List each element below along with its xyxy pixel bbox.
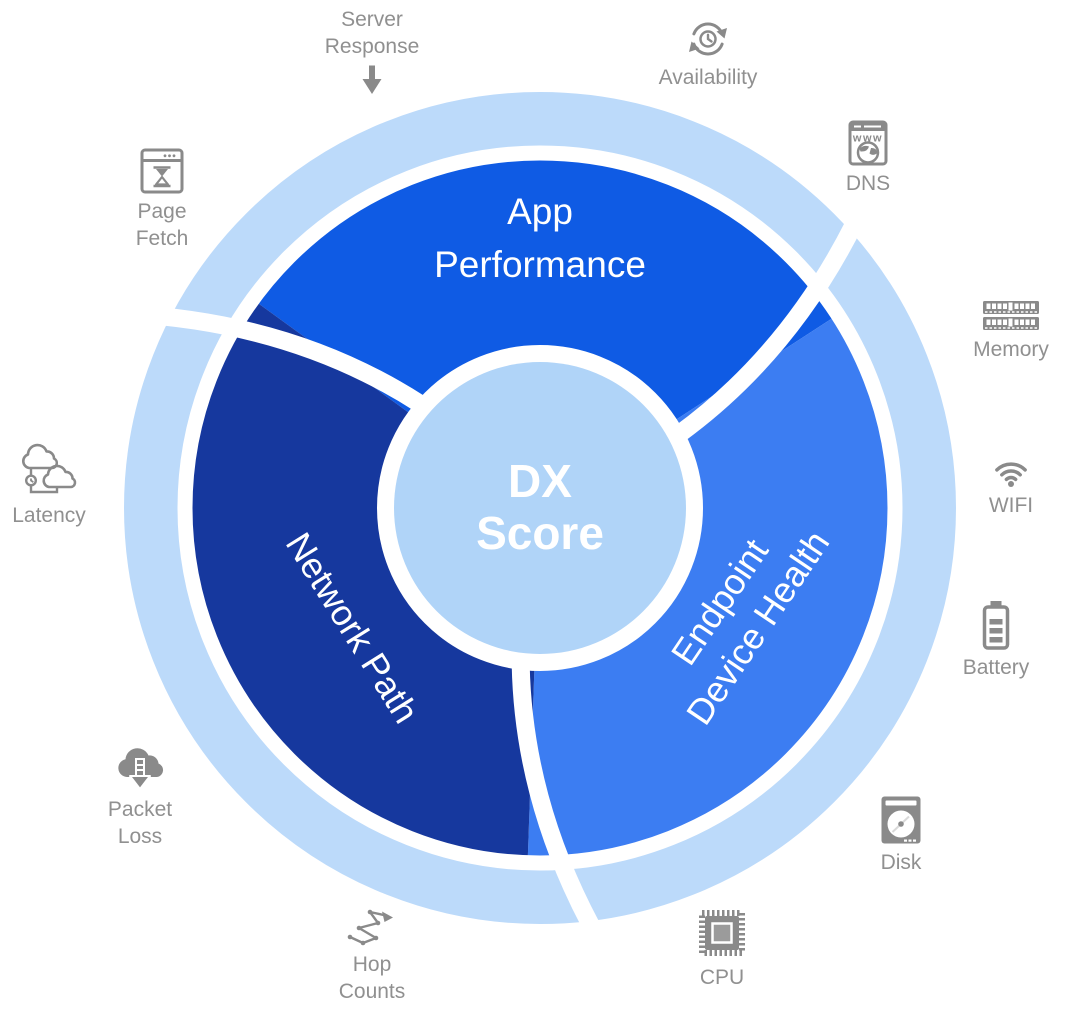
metric-server-response: Server Response (317, 6, 427, 96)
center-label-dx-score: DX Score (476, 455, 604, 559)
outer-ring (124, 92, 956, 924)
metric-availability: Availability (653, 20, 763, 91)
hub-separator (377, 345, 703, 671)
segment-network-path (192, 303, 537, 856)
cloud-drop-icon (113, 746, 167, 792)
arrow-down-icon (360, 64, 384, 96)
clouds-clock-icon (17, 442, 81, 498)
metric-label: Packet Loss (107, 798, 173, 848)
metric-packet-loss: Packet Loss (85, 746, 195, 850)
metric-cpu: CPU (667, 906, 777, 991)
hub-circle (394, 362, 686, 654)
metric-label: Server Response (324, 8, 420, 58)
divider-bottom (511, 664, 620, 967)
metric-label: Page Fetch (135, 200, 189, 250)
metric-label: Battery (962, 656, 1030, 679)
metric-label: CPU (699, 966, 745, 989)
hops-path-icon (346, 903, 398, 947)
metric-label: WIFI (988, 494, 1034, 517)
metric-label: Availability (658, 66, 758, 89)
page-hourglass-icon (140, 148, 184, 194)
metric-disk: Disk (846, 795, 956, 876)
metric-latency: Latency (0, 442, 104, 529)
metric-label: Disk (880, 851, 922, 874)
browser-globe-icon: www (848, 120, 888, 166)
divider-top-left (122, 304, 426, 412)
ring-separator (177, 145, 903, 871)
divider-top-right (674, 184, 880, 442)
sync-clock-icon (685, 20, 731, 60)
metric-label: Memory (973, 338, 1049, 361)
segment-label-app-performance: App Performance (434, 191, 646, 285)
metric-battery: Battery (941, 600, 1051, 681)
wifi-icon (987, 450, 1035, 488)
segment-app-performance (258, 160, 832, 422)
metric-label: Latency (12, 504, 86, 527)
disk-icon (880, 795, 922, 845)
metric-label: DNS (845, 172, 891, 195)
segment-endpoint-device-health (527, 318, 888, 856)
svg-text:www: www (852, 133, 883, 145)
metric-hop-counts: Hop Counts (317, 903, 427, 1005)
ram-icon (983, 300, 1039, 332)
metric-memory: Memory (956, 300, 1066, 363)
battery-icon (981, 600, 1011, 650)
cpu-chip-icon (695, 906, 749, 960)
metric-label: Hop Counts (338, 953, 406, 1003)
metric-page-fetch: Page Fetch (107, 148, 217, 252)
metric-dns: www DNS (813, 120, 923, 197)
metric-wifi: WIFI (956, 450, 1066, 519)
